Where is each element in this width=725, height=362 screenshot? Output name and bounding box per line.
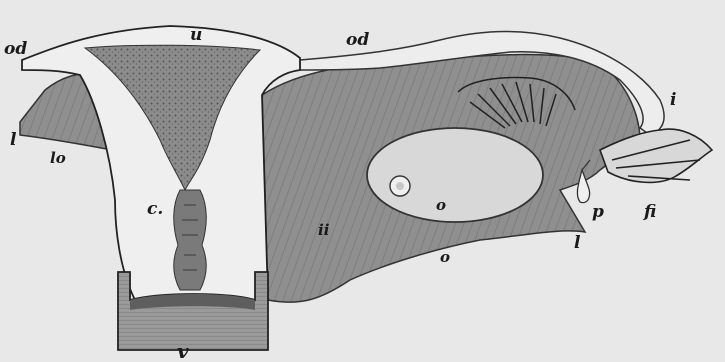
ovary [367,128,543,222]
label-lo: lo [50,149,66,167]
label-od-right: od [346,30,369,50]
label-fi: fi [643,202,656,222]
label-c: c. [147,199,163,219]
label-l-left: l [10,130,17,150]
label-o: o [440,248,450,266]
label-o-ovary: o [436,196,446,214]
label-ii: ii [318,221,330,239]
label-v: v [177,339,189,362]
label-i: i [670,90,676,110]
label-u: u [190,25,202,45]
label-od-left: od [4,39,27,59]
label-l-right: l [574,233,581,253]
label-p: p [592,202,604,222]
